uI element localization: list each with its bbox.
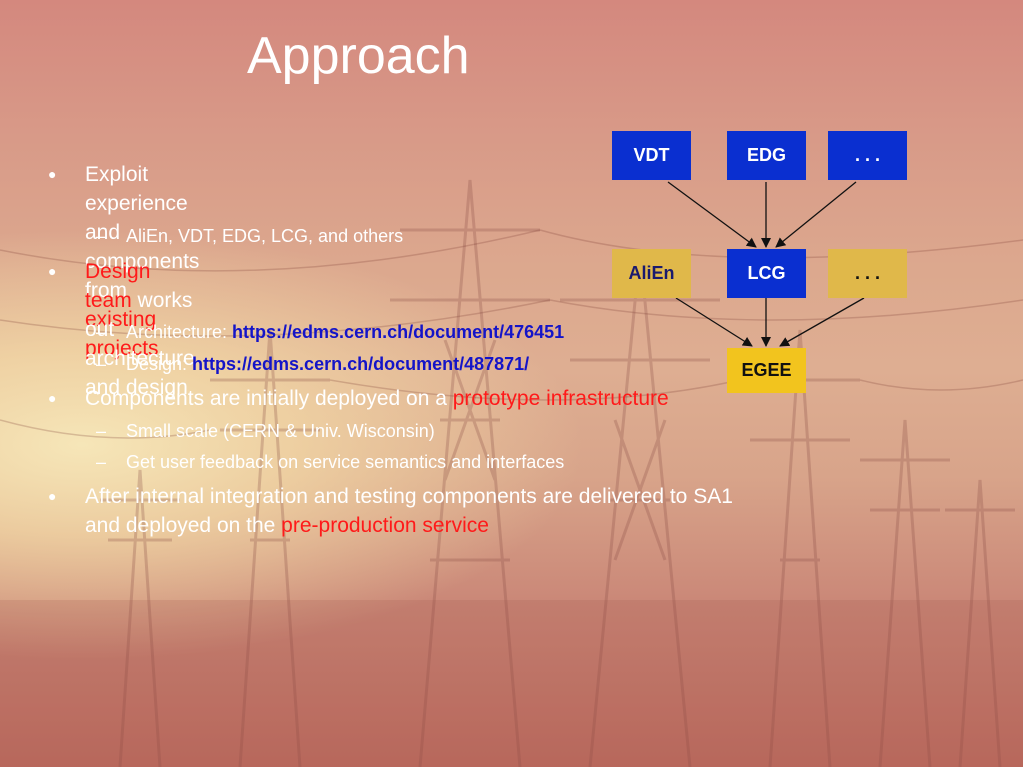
node-dots-top: . . . <box>828 131 907 180</box>
bullet-2-line2: and design <box>85 376 188 399</box>
arrow-dots-egee <box>779 297 865 347</box>
arrow-alien-egee <box>675 297 753 347</box>
arrow-vdt-lcg <box>667 181 757 248</box>
bullet-4-text: After internal integration and testing c… <box>85 482 733 540</box>
node-alien: AliEn <box>612 249 691 298</box>
bullet-dot: ● <box>48 390 57 406</box>
bullet-1-line1: Exploit experience and components <box>85 163 200 273</box>
bullet-4-line2: and deployed on the pre-production servi… <box>85 511 733 540</box>
existing-projects-highlight: existing projects <box>85 308 159 360</box>
prototype-infrastructure-highlight: prototype infrastructure <box>452 387 669 410</box>
dash-marker: – <box>96 421 107 441</box>
bullet-1-text: Exploit experience and components from e… <box>85 160 199 363</box>
sub-bullet-3-2-text: Get user feedback on service semantics a… <box>126 452 565 472</box>
bullet-dot: ● <box>48 488 57 504</box>
sub-bullet-3-1-text: Small scale (CERN & Univ. Wisconsin) <box>126 421 435 441</box>
dash-marker: – <box>96 452 107 472</box>
node-egee: EGEE <box>727 348 806 393</box>
bullet-1-line2: from existing projects <box>85 276 199 363</box>
sub-bullet-2-2-text: Design: https://edms.cern.ch/document/48… <box>126 352 529 376</box>
dash-marker: – <box>96 322 107 342</box>
pre-production-service-highlight: pre-production service <box>281 514 489 537</box>
design-team-highlight: Design team <box>85 260 151 312</box>
node-dots-mid: . . . <box>828 249 907 298</box>
node-vdt: VDT <box>612 131 691 180</box>
sub-bullet-2-1-text: Architecture: https://edms.cern.ch/docum… <box>126 320 564 344</box>
node-edg: EDG <box>727 131 806 180</box>
bullet-dot: ● <box>48 263 57 279</box>
node-lcg: LCG <box>727 249 806 298</box>
dash-marker: – <box>96 354 107 374</box>
dash-marker: – <box>96 226 107 246</box>
bullet-4-line2-prefix: and deployed on the <box>85 514 282 537</box>
architecture-label: Architecture: <box>126 322 233 342</box>
architecture-link[interactable]: https://edms.cern.ch/document/476451 <box>232 322 565 342</box>
bullet-4-line1: After internal integration and testing c… <box>85 485 733 508</box>
arrow-dots-lcg <box>775 181 857 248</box>
design-link[interactable]: https://edms.cern.ch/document/487871/ <box>192 354 530 374</box>
slide-title: Approach <box>247 27 470 85</box>
bullet-3-prefix: Components are initially deployed on a <box>85 387 453 410</box>
bullet-3-text: Components are initially deployed on a p… <box>85 384 669 413</box>
bullet-2-line1-rest: works out architecture <box>85 289 195 370</box>
bullet-dot: ● <box>48 166 57 182</box>
bullet-2-line1: Design team works out architecture <box>85 257 195 373</box>
sub-bullet-1-1-text: AliEn, VDT, EDG, LCG, and others <box>126 226 404 246</box>
bullet-2-text: Design team works out architecture and d… <box>85 257 195 402</box>
design-label: Design: <box>126 354 193 374</box>
bullet-1-line2-prefix: from <box>85 279 127 302</box>
